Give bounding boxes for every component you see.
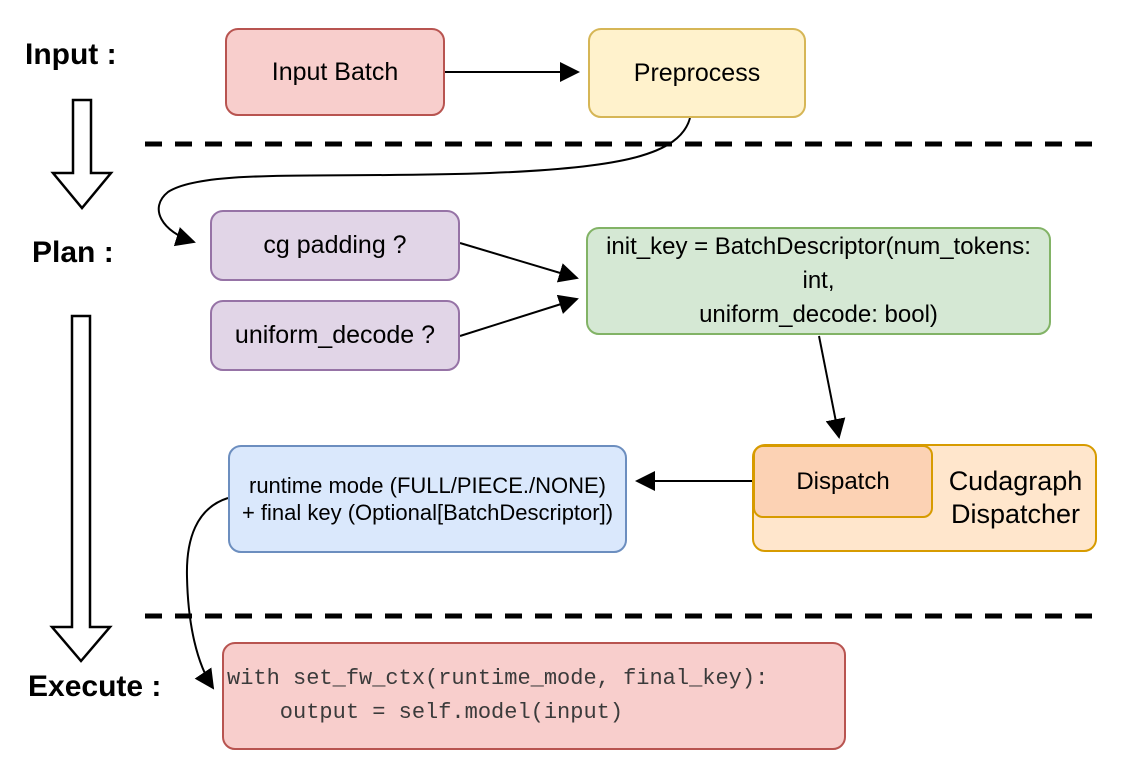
- arrow-cgpadding-to-initkey: [459, 242, 579, 283]
- arrow-uniformdecode-to-initkey: [459, 294, 579, 337]
- node-dispatch: Dispatch: [753, 445, 933, 518]
- node-uniform-decode: uniform_decode ?: [210, 300, 460, 371]
- stage-label-execute: Execute :: [28, 670, 162, 703]
- arrow-preprocess-to-cgpadding: [157, 117, 691, 247]
- node-execute-code: with set_fw_ctx(runtime_mode, final_key)…: [222, 642, 846, 750]
- node-init-key: init_key = BatchDescriptor(num_tokens: i…: [586, 227, 1051, 335]
- node-preprocess: Preprocess: [588, 28, 806, 118]
- node-runtime-mode: runtime mode (FULL/PIECE./NONE) + final …: [228, 445, 627, 553]
- node-cg-padding: cg padding ?: [210, 210, 460, 281]
- stage-label-input: Input :: [25, 38, 117, 71]
- arrow-runtimemode-to-executecode: [185, 497, 229, 690]
- arrow-initkey-to-dispatch: [818, 335, 846, 439]
- down-arrow-icon-plan-to-execute: [49, 314, 113, 663]
- node-input-batch: Input Batch: [225, 28, 445, 116]
- cudagraph-dispatcher-label: Cudagraph Dispatcher: [948, 466, 1083, 529]
- down-arrow-icon-input-to-plan: [50, 98, 114, 210]
- stage-label-plan: Plan :: [32, 236, 114, 269]
